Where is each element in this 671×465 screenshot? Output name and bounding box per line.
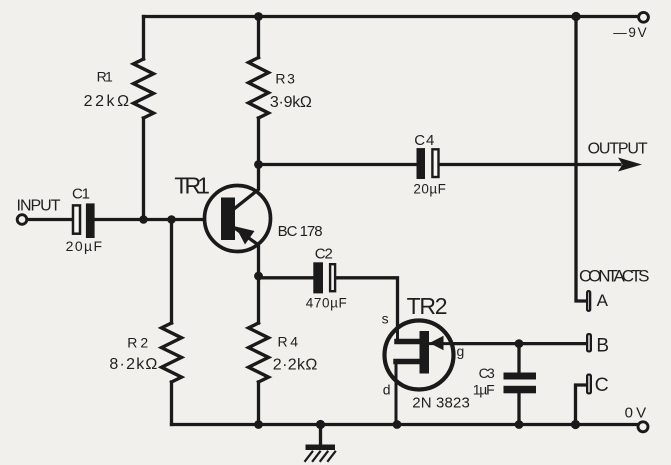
svg-text:s: s: [382, 310, 389, 326]
svg-text:B: B: [596, 335, 609, 356]
svg-text:g: g: [457, 343, 465, 359]
svg-text:2N 3823: 2N 3823: [412, 394, 470, 411]
svg-text:A: A: [597, 291, 609, 310]
svg-text:R1: R1: [97, 69, 113, 85]
svg-text:C: C: [595, 374, 609, 396]
svg-text:C1: C1: [72, 186, 90, 203]
svg-text:C3: C3: [479, 365, 495, 381]
svg-text:OUTPUT: OUTPUT: [588, 141, 648, 158]
svg-text:d: d: [383, 382, 391, 398]
svg-text:R3: R3: [275, 71, 295, 87]
svg-text:20µF: 20µF: [413, 182, 446, 197]
svg-text:C2: C2: [315, 246, 333, 263]
svg-text:3·9kΩ: 3·9kΩ: [270, 94, 312, 111]
svg-text:TR2: TR2: [407, 293, 448, 319]
svg-text:R2: R2: [127, 335, 148, 351]
svg-text:CONTACTS: CONTACTS: [579, 267, 650, 286]
svg-text:1µF: 1µF: [473, 382, 495, 398]
svg-text:—9V: —9V: [613, 25, 647, 40]
svg-text:INPUT: INPUT: [17, 197, 61, 214]
svg-text:470µF: 470µF: [306, 296, 347, 311]
svg-text:TR1: TR1: [174, 172, 210, 198]
svg-text:R4: R4: [278, 334, 299, 350]
svg-text:2·2kΩ: 2·2kΩ: [273, 357, 318, 374]
svg-text:20µF: 20µF: [66, 238, 103, 254]
svg-text:BC 178: BC 178: [278, 223, 323, 240]
svg-text:8·2kΩ: 8·2kΩ: [109, 356, 157, 373]
svg-text:C4: C4: [414, 132, 434, 149]
svg-text:0V: 0V: [625, 405, 647, 422]
svg-text:22kΩ: 22kΩ: [84, 93, 130, 110]
